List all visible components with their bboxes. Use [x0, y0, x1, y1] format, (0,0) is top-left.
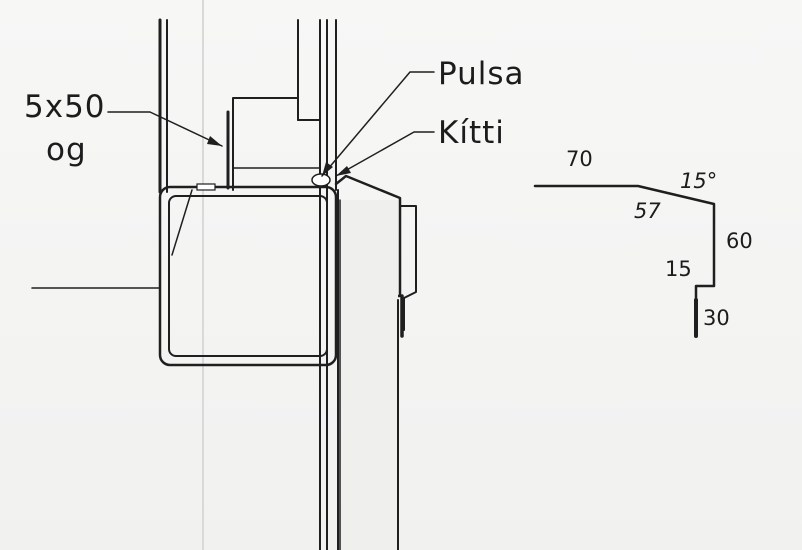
dim-drip: 30 — [703, 306, 730, 330]
sealant-bead — [311, 173, 331, 187]
vertical-frame — [297, 19, 339, 550]
dim-slope: 57 — [634, 199, 661, 223]
inner-leader — [171, 189, 193, 256]
label-fastener-finish: og — [46, 132, 87, 168]
label-sealant: Kítti — [438, 115, 505, 151]
label-flashing: Pulsa — [438, 56, 525, 92]
label-fastener-size: 5x50 — [24, 89, 106, 125]
dim-drop: 60 — [726, 229, 753, 253]
left-wall — [158, 18, 168, 194]
dim-return: 15 — [665, 257, 692, 281]
leader-flashing — [321, 71, 435, 177]
dim-top: 70 — [566, 147, 593, 171]
flashing-cap — [334, 174, 417, 550]
dim-angle: 15° — [680, 169, 717, 193]
flashing-profile — [533, 184, 716, 338]
leader-sealant — [335, 131, 435, 177]
steel-box-beam — [158, 183, 338, 367]
leader-fastener — [107, 111, 223, 147]
timber-block — [226, 97, 321, 191]
